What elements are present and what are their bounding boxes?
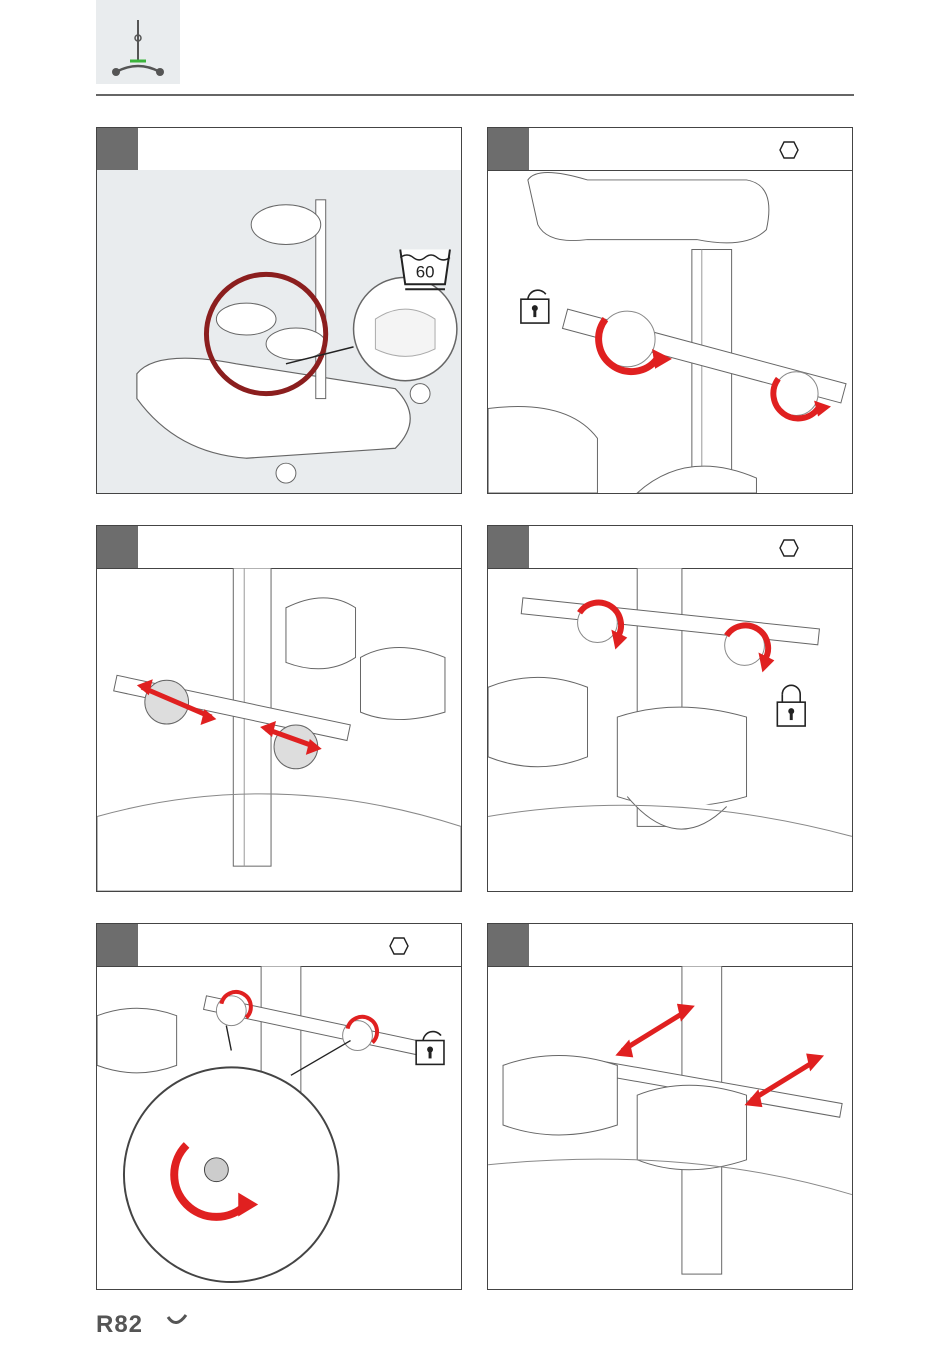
step-number-box — [488, 526, 529, 568]
r82-logo-text: R82 — [96, 1311, 143, 1338]
step-panel-3 — [96, 525, 462, 892]
step-header — [488, 526, 852, 569]
step-illustration — [488, 568, 852, 891]
step-illustration — [488, 170, 852, 493]
step-number-box — [97, 128, 138, 170]
step-number-box — [488, 128, 529, 170]
step-number-box — [97, 526, 138, 568]
r82-logo: R82 — [96, 1305, 196, 1341]
hex-key-icon — [779, 140, 799, 160]
step-number-box — [97, 924, 138, 966]
wash-temp-label: 60 — [416, 262, 435, 281]
step-header — [488, 924, 852, 967]
lock-icon — [777, 685, 805, 726]
step-illustration: 60 — [97, 170, 461, 493]
step-illustration — [97, 568, 461, 891]
step-panel-1: 60 — [96, 127, 462, 494]
step-panel-5 — [96, 923, 462, 1290]
step-number-box — [488, 924, 529, 966]
step-panel-4 — [487, 525, 853, 892]
hex-key-icon — [779, 538, 799, 558]
step-header — [97, 128, 461, 171]
step-illustration — [97, 966, 461, 1289]
step-header — [97, 526, 461, 569]
washing-60-icon: 60 — [400, 250, 450, 290]
step-header — [488, 128, 852, 171]
unlock-icon — [521, 290, 549, 323]
step-header — [97, 924, 461, 967]
step-panel-6 — [487, 923, 853, 1290]
unlock-icon — [416, 1032, 444, 1065]
header-rule — [96, 94, 854, 96]
step-illustration — [488, 966, 852, 1289]
hex-key-icon — [389, 936, 409, 956]
step-panel-2 — [487, 127, 853, 494]
standing-frame-icon — [96, 0, 180, 84]
